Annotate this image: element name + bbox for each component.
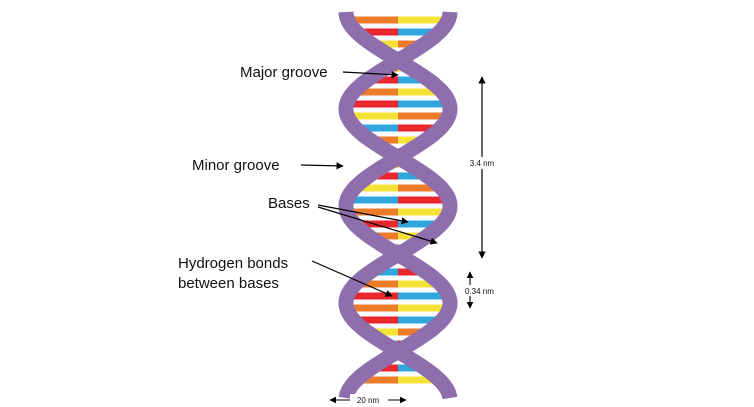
- hydrogen-bonds-arrow: [311, 260, 393, 297]
- base-right: [398, 172, 428, 180]
- base-left: [367, 76, 398, 84]
- base-left: [346, 304, 398, 312]
- base-right: [398, 112, 449, 120]
- bases-label: Bases: [268, 195, 310, 212]
- major-groove-arrow: [342, 71, 399, 79]
- bases-arrow-1: [317, 204, 409, 225]
- base-right: [398, 268, 426, 276]
- base-right: [398, 100, 450, 108]
- base-right: [398, 88, 443, 96]
- base-left: [356, 28, 398, 36]
- base-right: [398, 328, 429, 336]
- pitch-label: 3.4 nm: [470, 159, 495, 168]
- base-left: [347, 112, 398, 120]
- base-left: [347, 208, 398, 216]
- base-left: [346, 100, 398, 108]
- base-right: [398, 184, 442, 192]
- base-right: [398, 280, 441, 288]
- base-right: [398, 136, 426, 144]
- minor-groove-label: Minor groove: [192, 157, 280, 174]
- backbone-strand-back: [338, 11, 458, 400]
- width-label: 20 nm: [357, 396, 380, 405]
- base-left: [355, 280, 398, 288]
- base-right: [398, 76, 429, 84]
- base-right: [398, 376, 440, 384]
- base-right: [398, 220, 442, 228]
- base-right: [398, 316, 443, 324]
- backbone-strand-front: [338, 11, 458, 400]
- pitch-label-bg: [458, 157, 506, 169]
- base-left: [370, 268, 398, 276]
- base-right: [398, 304, 450, 312]
- base-right: [398, 196, 449, 204]
- base-left: [347, 196, 398, 204]
- base-left: [368, 172, 398, 180]
- base-left: [370, 136, 398, 144]
- base-left: [368, 232, 398, 240]
- base-left: [353, 316, 398, 324]
- rise-label: 0.34 nm: [465, 287, 494, 296]
- base-left: [354, 184, 398, 192]
- base-right: [398, 16, 449, 24]
- minor-groove-arrow: [300, 162, 344, 170]
- base-left: [347, 16, 398, 24]
- base-left: [355, 124, 398, 132]
- base-right: [398, 124, 441, 132]
- base-left: [347, 292, 398, 300]
- base-left: [356, 376, 398, 384]
- bases-arrow-2: [317, 206, 438, 245]
- major-groove-label: Major groove: [240, 64, 328, 81]
- base-right: [398, 208, 449, 216]
- base-left: [367, 328, 398, 336]
- base-right: [398, 292, 449, 300]
- width-label-bg: [350, 394, 388, 406]
- base-left: [353, 88, 398, 96]
- base-left: [354, 220, 398, 228]
- hydrogen-bonds-label-line1: Hydrogen bonds: [178, 255, 288, 272]
- base-right: [398, 28, 440, 36]
- hydrogen-bonds-label-line2: between bases: [178, 275, 279, 292]
